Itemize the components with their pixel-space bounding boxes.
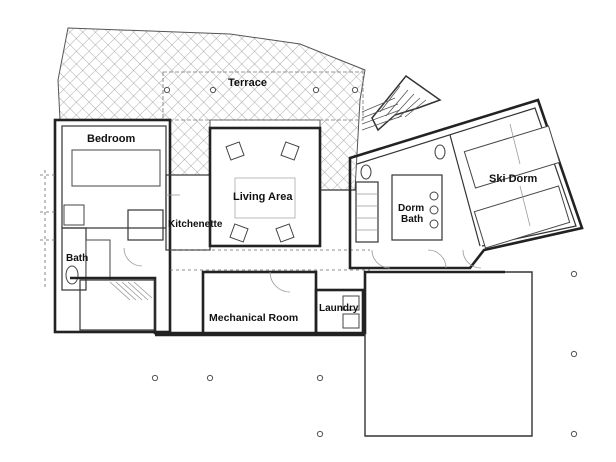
living-chair-1 (225, 141, 245, 161)
laundry-washer (342, 295, 360, 311)
dorm-sink-1 (429, 191, 439, 201)
laundry-dryer (342, 313, 360, 329)
interior-stair (79, 279, 156, 331)
kitchenette-label: Kitchenette (168, 219, 223, 230)
laundry-label: Laundry (319, 303, 359, 314)
living-chair-3 (229, 223, 249, 243)
dorm-bath-label: Bath (401, 214, 423, 225)
living-chair-2 (280, 141, 300, 161)
left-wall-stack (40, 118, 172, 334)
bath-label: Bath (66, 253, 88, 264)
pier-markers (151, 86, 578, 438)
mechanical-room (201, 270, 318, 336)
bath-sink (63, 204, 85, 226)
bed (71, 149, 161, 187)
ski-dorm-bunk-2 (473, 185, 571, 249)
garage-outline (364, 271, 533, 437)
dorm-sink-2 (429, 205, 439, 215)
coffee-table (234, 177, 296, 219)
ski-dorm-label: Ski Dorm (489, 173, 538, 185)
terrace-deck (162, 71, 364, 121)
kitchenette-room (165, 174, 211, 251)
mechanical-room-label: Mechanical Room (209, 312, 298, 324)
dorm-toilet-2 (434, 144, 446, 160)
toilet (65, 265, 79, 285)
living-area-label: Living Area (233, 191, 293, 203)
living-chair-4 (275, 223, 295, 243)
dorm-toilet-1 (360, 164, 372, 180)
dorm-sink-3 (429, 219, 439, 229)
dorm-label: Dorm (398, 203, 424, 214)
ski-dorm-bunk-1 (463, 125, 561, 189)
laundry-room (314, 288, 365, 336)
terrace-label: Terrace (228, 77, 267, 89)
exterior-stair (361, 74, 442, 132)
bedroom-label: Bedroom (87, 133, 136, 145)
dorm-shower (355, 181, 379, 243)
living-area-room (208, 126, 322, 248)
dorm-bath-room (355, 144, 446, 243)
ski-dorm-wing (348, 98, 584, 270)
bedroom-closet (127, 209, 164, 241)
lower-core (70, 247, 505, 337)
bathtub (85, 239, 111, 281)
